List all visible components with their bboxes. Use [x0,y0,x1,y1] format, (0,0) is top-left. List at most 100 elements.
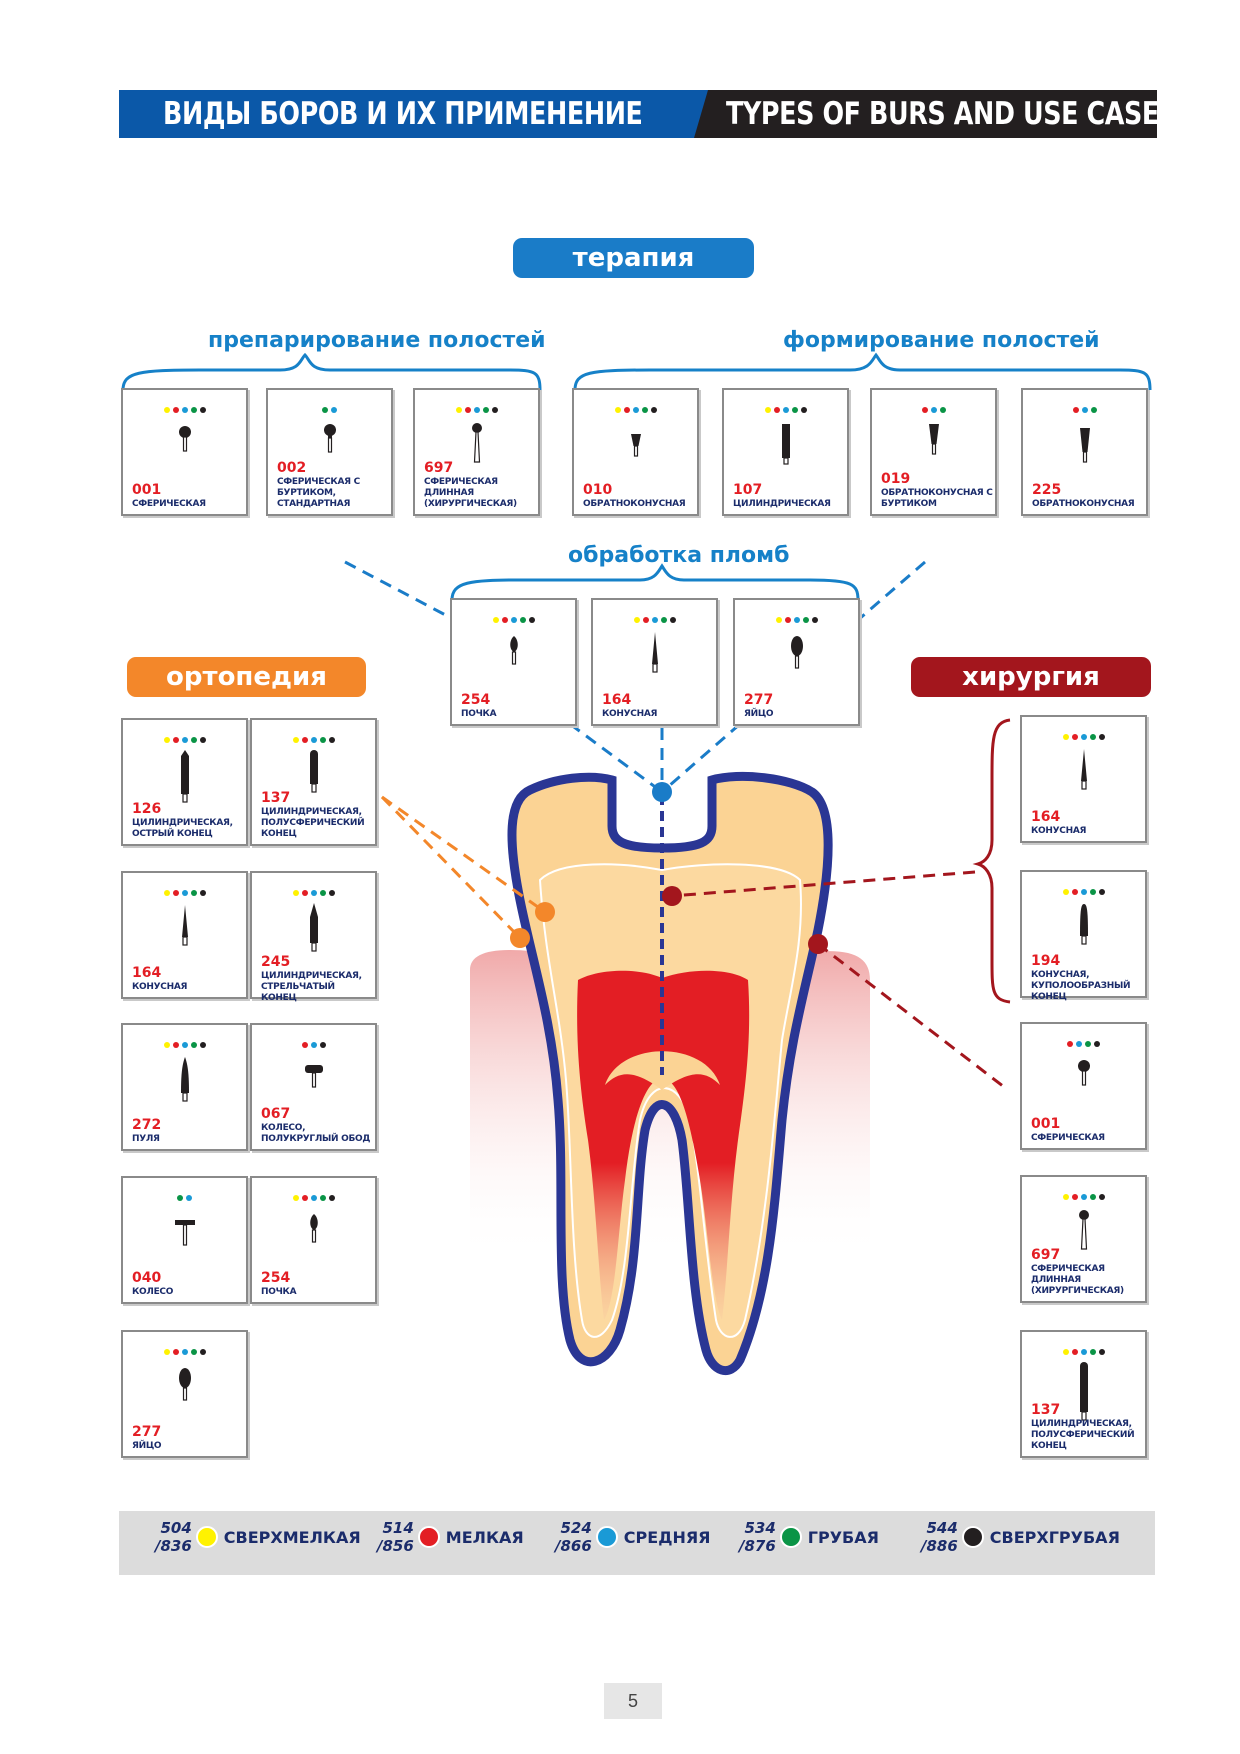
grit-dot-yellow [1062,1194,1069,1200]
legend-name: СРЕДНЯЯ [623,1527,711,1547]
grit-dot-green [319,890,326,896]
grit-dot-green [1090,407,1097,413]
grit-dot-cyan [181,407,188,413]
grit-dot-red [1071,1349,1078,1355]
grit-dot-cyan [331,407,337,413]
grit-dot-black [328,737,335,743]
grit-dot-green [1089,889,1096,895]
bur-code: 067 [261,1106,291,1122]
grit-dot-cyan [310,737,317,743]
grit-dot-yellow [633,617,640,623]
grit-dot-green [319,1195,326,1201]
grit-dot-yellow [1062,1349,1069,1355]
grit-dots [1022,1194,1145,1200]
legend-dot-green [779,1526,802,1548]
grit-dot-black [669,617,676,623]
grit-dot-red [301,1042,308,1048]
bur-ball-icon [1077,1060,1090,1086]
grit-dot-cyan [181,1042,188,1048]
bur-code: 254 [261,1270,291,1286]
bur-code: 277 [132,1424,162,1440]
grit-dot-green [791,407,798,413]
bur-ball-collar-icon [323,424,336,453]
grit-dot-red [1067,1041,1073,1047]
surgery-pill: хирургия [911,657,1151,697]
grit-dot-red [172,737,179,743]
grit-dot-black [199,1349,206,1355]
grit-dot-black [491,407,498,413]
bur-wheel-flat-icon [174,1220,195,1246]
grit-dot-cyan [310,1195,317,1201]
grit-dots [123,1349,246,1355]
bur-name: ЦИЛИНДРИЧЕСКАЯ, ПОЛУСФЕРИЧЕСКИЙ КОНЕЦ [261,807,365,839]
brace-cavity-form [573,352,1152,391]
bur-name: КОЛЕСО [132,1287,174,1297]
grit-dot-black [328,1195,335,1201]
grit-dot-yellow [614,407,621,413]
grit-dot-cyan [1076,1041,1082,1047]
grit-dots [252,1195,375,1201]
grit-dot-red [172,407,179,413]
legend-code: 524/866 [555,1519,592,1555]
bur-code: 107 [733,482,763,498]
legend-name: СВЕРХМЕЛКАЯ [223,1527,361,1547]
legend-item: 544/886 СВЕРХГРУБАЯ [921,1519,1120,1555]
bur-egg-icon [790,636,803,669]
bur-cone-dome-icon [1079,904,1088,945]
grit-dot-black [199,1042,206,1048]
grit-dot-red [1071,889,1078,895]
header-title-en: TYPES OF BURS AND USE CASES [726,96,1177,132]
page-number: 5 [604,1683,662,1719]
bur-code: 001 [1031,1116,1061,1132]
bur-cyl-round-long-icon [1079,1362,1088,1421]
grit-dot-red [172,1042,179,1048]
filling-heading: обработка пломб [568,543,790,568]
brace-surgery [972,718,1011,1004]
bur-name: ПУЛЯ [132,1134,160,1144]
grit-dot-yellow [163,1042,170,1048]
grit-dot-cyan [632,407,639,413]
grit-dot-black [199,890,206,896]
bur-code: 194 [1031,953,1061,969]
grit-dots [593,617,716,623]
bur-name: ЯЙЦО [132,1441,162,1451]
bur-code: 697 [1031,1247,1061,1263]
legend-dot-cyan [595,1526,618,1548]
cavity-form-heading: формирование полостей [783,328,1100,353]
bur-ball-long-icon [1078,1210,1089,1250]
bur-cylinder-icon [781,424,790,465]
bur-code: 137 [1031,1402,1061,1418]
grit-dot-yellow [292,1195,299,1201]
grit-dot-yellow [163,1349,170,1355]
header-title-ru: ВИДЫ БОРОВ И ИХ ПРИМЕНЕНИЕ [163,96,643,132]
grit-dot-green [519,617,526,623]
legend-name: СВЕРХГРУБАЯ [989,1527,1120,1547]
bur-code: 277 [744,692,774,708]
grit-dot-green [660,617,667,623]
bur-bud-icon [509,636,518,665]
grit-dot-black [650,407,657,413]
legend-item: 524/866 СРЕДНЯЯ [555,1519,710,1555]
bur-name: ОБРАТНОКОНУСНАЯ [1032,499,1135,509]
bur-inv-cone-icon [630,434,641,457]
filling-connectors [344,560,926,794]
grit-dot-green [177,1195,183,1201]
grit-dot-black [1098,889,1105,895]
bur-name: ЯЙЦО [744,709,774,719]
bur-name: ОБРАТНОКОНУСНАЯ [583,499,686,509]
grit-dot-black [1098,1194,1105,1200]
bur-name: КОНУСНАЯ [132,982,188,992]
grit-dots [1022,1041,1145,1047]
grit-dot-red [773,407,780,413]
grit-dot-black [1098,734,1105,740]
bur-cyl-sharp-icon [180,750,189,803]
bur-name: ЦИЛИНДРИЧЕСКАЯ, ПОЛУСФЕРИЧЕСКИЙ КОНЕЦ [1031,1419,1135,1451]
grit-dot-cyan [1080,1349,1087,1355]
